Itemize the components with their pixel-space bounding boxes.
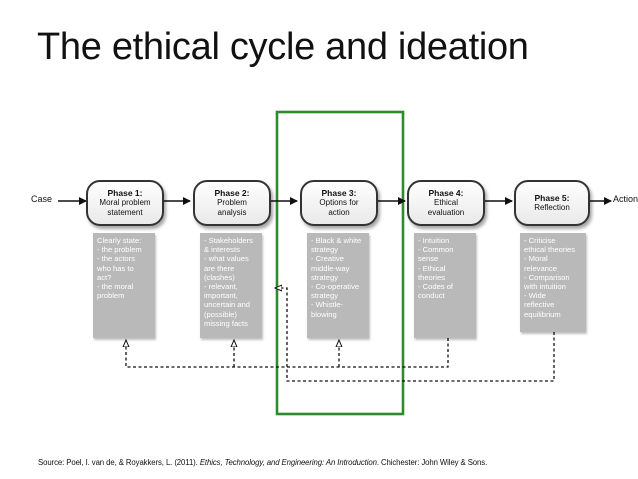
detail-line: with intuition: [524, 282, 566, 292]
phase-5-title: Phase 5:: [534, 192, 570, 203]
phase-5-details: - Criticise ethical theories - Moral rel…: [520, 233, 586, 332]
phase-5-line-1: Reflection: [534, 203, 570, 212]
phase-1-details: Clearly state: - the problem - the actor…: [93, 233, 155, 338]
detail-line: relevance: [524, 263, 557, 273]
detail-line: - Comparison: [524, 272, 570, 282]
phase-3-highlight-frame: [275, 110, 405, 416]
phase-3-title: Phase 3:: [321, 187, 357, 198]
phase-3-box: Phase 3: Options for action: [300, 180, 378, 226]
phase-4-line-1: Ethical: [433, 198, 458, 208]
detail-line: - what values: [204, 254, 249, 264]
detail-line: strategy: [311, 291, 339, 301]
detail-line: missing facts: [204, 318, 248, 328]
flow-output-label: Action: [613, 194, 638, 204]
detail-line: theories: [418, 272, 446, 282]
slide-title: The ethical cycle and ideation: [37, 26, 529, 68]
source-book-title: Ethics, Technology, and Engineering: An …: [199, 458, 377, 467]
detail-line: - Creative: [311, 254, 344, 264]
source-suffix: . Chichester: John Wiley & Sons.: [376, 458, 488, 467]
phase-1-line-2: statement: [107, 207, 143, 217]
detail-line: middle-way: [311, 263, 350, 273]
detail-line: strategy: [311, 245, 339, 255]
phase-2-details: - Stakeholders & interests - what values…: [200, 233, 262, 338]
source-citation: Source: Poel, I. van de, & Royakkers, L.…: [38, 458, 487, 467]
phase-1-line-1: Moral problem: [99, 198, 151, 208]
detail-line: - Stakeholders: [204, 236, 253, 245]
detail-line: - the problem: [97, 245, 142, 255]
detail-line: - relevant,: [204, 282, 238, 292]
detail-line: - Codes of: [418, 282, 454, 292]
flow-input-label: Case: [31, 194, 53, 204]
detail-line: - Intuition: [418, 236, 450, 245]
detail-line: - Co-operative: [311, 282, 360, 292]
phase-2-line-2: analysis: [217, 207, 247, 217]
detail-line: - the moral: [97, 282, 134, 292]
detail-line: (possible): [204, 309, 237, 319]
detail-line: who has to: [97, 263, 134, 273]
detail-line: conduct: [418, 291, 445, 301]
source-prefix: Source: Poel, I. van de, & Royakkers, L.…: [38, 458, 200, 467]
phase-1-box: Phase 1: Moral problem statement: [86, 180, 164, 226]
detail-line: important,: [204, 291, 238, 301]
feedback-loop-outer: [278, 288, 555, 382]
detail-line: problem: [97, 291, 125, 301]
detail-line: Clearly state:: [97, 236, 142, 245]
phase-5-box: Phase 5: Reflection: [514, 180, 590, 226]
phase-2-line-1: Problem: [217, 198, 247, 208]
phase-3-line-1: Options for: [319, 198, 359, 208]
detail-line: & interests: [204, 245, 240, 255]
phase-4-title: Phase 4:: [428, 187, 464, 198]
detail-line: reflective: [524, 300, 555, 310]
detail-line: act?: [97, 272, 112, 282]
phase-2-box: Phase 2: Problem analysis: [193, 180, 271, 226]
phase-4-details: - Intuition - Common sense - Ethical the…: [414, 233, 476, 338]
detail-line: - the actors: [97, 254, 135, 264]
detail-line: - Wide: [524, 291, 546, 301]
detail-line: - Whistle-: [311, 300, 344, 310]
detail-line: are there: [204, 263, 235, 273]
phase-2-title: Phase 2:: [214, 187, 250, 198]
detail-line: (clashes): [204, 272, 235, 282]
phase-1-title: Phase 1:: [107, 187, 143, 198]
phase-3-details: - Black & white strategy - Creative midd…: [307, 233, 369, 338]
phase-3-line-2: action: [328, 207, 350, 217]
detail-line: sense: [418, 254, 439, 264]
detail-line: - Criticise: [524, 236, 556, 245]
detail-line: - Common: [418, 245, 454, 255]
detail-line: ethical theories: [524, 245, 576, 255]
detail-line: - Moral: [524, 254, 548, 264]
phase-4-box: Phase 4: Ethical evaluation: [407, 180, 485, 226]
detail-line: - Black & white: [311, 236, 362, 245]
detail-line: strategy: [311, 272, 339, 282]
detail-line: blowing: [311, 309, 337, 319]
phase-4-line-2: evaluation: [427, 207, 465, 217]
detail-line: equilibrium: [524, 309, 561, 319]
detail-line: - Ethical: [418, 263, 446, 273]
detail-line: uncertain and: [204, 300, 251, 310]
